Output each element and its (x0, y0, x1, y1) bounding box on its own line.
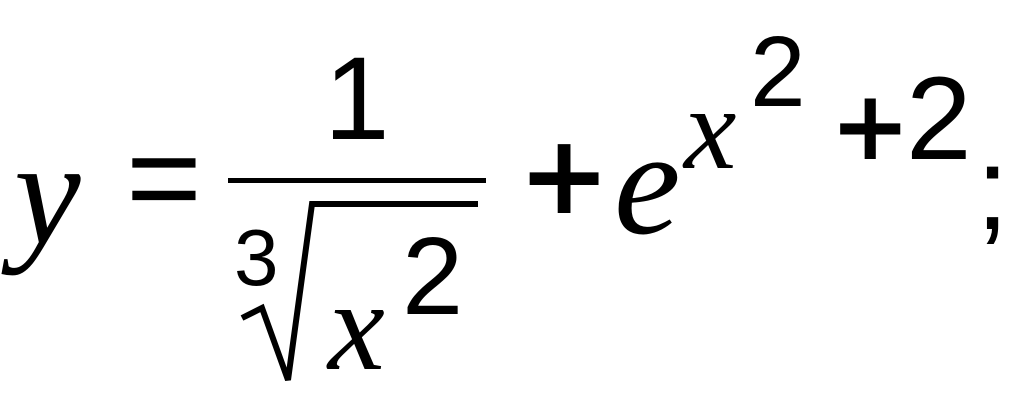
plus-sign: + (518, 111, 611, 239)
equals-sign: = (126, 104, 202, 250)
semicolon: ; (976, 123, 1009, 255)
lhs-variable: y (14, 110, 81, 276)
exponent-constant: 2 (906, 53, 972, 185)
exponent-plus-sign: + (830, 70, 911, 182)
radicand-exponent: 2 (402, 215, 464, 338)
exponent-variable: x (684, 63, 737, 194)
root-index: 3 (234, 213, 279, 302)
exponential-base: e (614, 100, 681, 266)
exponent-variable-power: 2 (750, 16, 806, 128)
fraction-bar (228, 178, 486, 183)
fraction-numerator: 1 (324, 33, 390, 165)
radicand-base: x (328, 255, 385, 397)
